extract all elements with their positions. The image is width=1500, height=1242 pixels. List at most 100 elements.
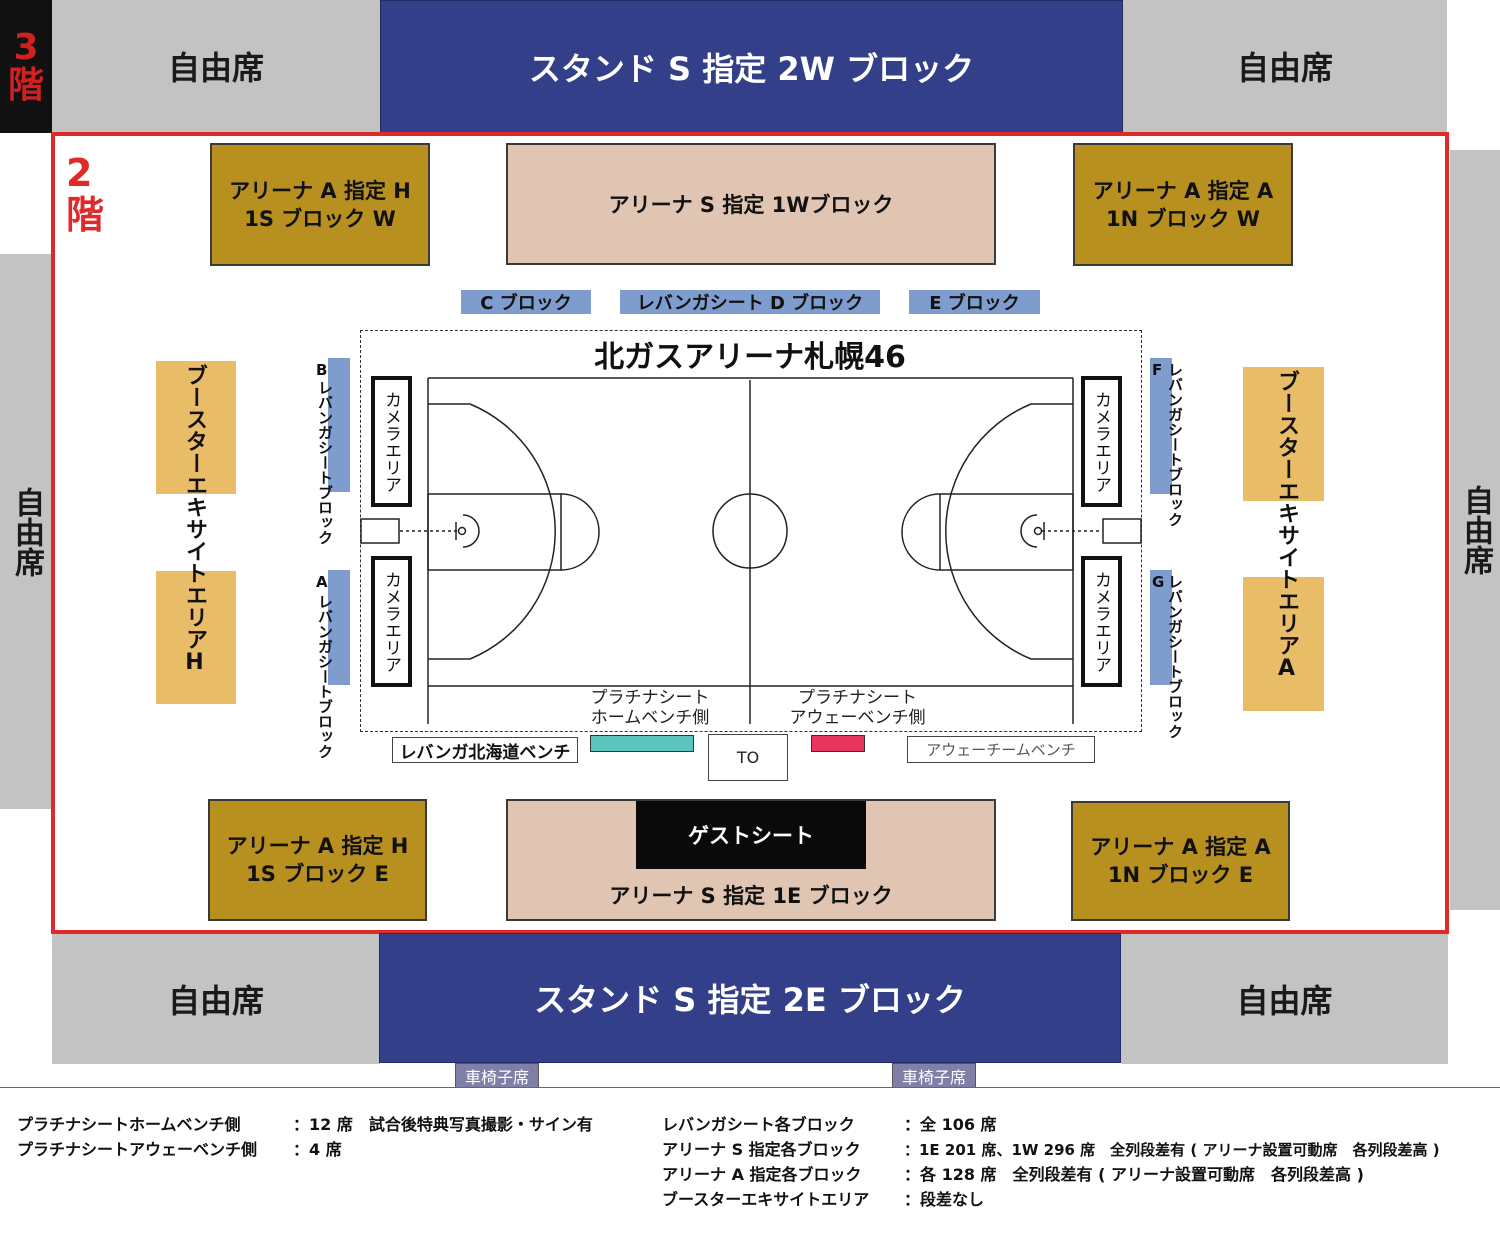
wheelchair-label: 車椅子席 — [901, 1067, 966, 1087]
stand-2w-block[interactable]: スタンド S 指定 2W ブロック — [380, 0, 1123, 134]
legend-value: ：各 128 席 全列段差有 ( アリーナ設置可動席 各列段差高 ) — [904, 1165, 1364, 1184]
free-seat-label: 自由席 — [167, 982, 264, 1020]
basketball-court — [360, 377, 1142, 724]
levanga-bench-label: レバンガ北海道ベンチ — [399, 742, 571, 763]
legend-label: アリーナ S 指定各ブロック — [662, 1140, 861, 1159]
block-label-line2: 1N ブロック E — [1107, 863, 1254, 887]
booster-area-a-bottom[interactable] — [1243, 577, 1324, 711]
camera-area-nw: カメラエリア — [371, 376, 412, 507]
legend-value: ：4 席 — [293, 1140, 342, 1159]
away-team-bench: アウェーチームベンチ — [907, 736, 1095, 763]
camera-area-label: カメラエリア — [381, 570, 401, 673]
floor3-label: 3階 — [7, 26, 44, 106]
levanga-f-block[interactable] — [1150, 358, 1172, 494]
platinum-away-seats[interactable] — [811, 735, 865, 752]
c-block-label: C ブロック — [480, 293, 572, 314]
stand-2e-block[interactable]: スタンド S 指定 2E ブロック — [379, 933, 1121, 1063]
legend-value: ：全 106 席 — [904, 1115, 997, 1134]
levanga-f-label: レバンガシートブロック — [1166, 362, 1184, 527]
c-block[interactable]: C ブロック — [461, 290, 591, 314]
free-seat-label: 自由席 — [1236, 982, 1333, 1020]
arena-name-label: 北ガスアリーナ札幌46 — [594, 340, 906, 375]
legend-right-row-2: アリーナ S 指定各ブロック ：1E 201 席、1W 296 席 全列段差有 (… — [662, 1136, 1440, 1160]
arena-s-1w-label: アリーナ S 指定 1Wブロック — [608, 193, 894, 217]
block-label-line2: 1N ブロック W — [1106, 206, 1260, 231]
legend-left-row-1: プラチナシートホームベンチ側 ：12 席 試合後特典写真撮影・サイン有 — [17, 1111, 593, 1135]
legend-value: ：12 席 試合後特典写真撮影・サイン有 — [293, 1115, 593, 1134]
free-seat-bottom-left[interactable]: 自由席 — [52, 934, 380, 1064]
guest-seat-label: ゲストシート — [688, 824, 814, 848]
block-label-line1: アリーナ A 指定 H — [229, 178, 411, 203]
floor2-label: 2階 — [66, 151, 105, 237]
camera-area-sw: カメラエリア — [371, 556, 412, 687]
arena-s-1e-label: アリーナ S 指定 1E ブロック — [609, 884, 893, 908]
levanga-b-label: レバンガシートブロック — [316, 380, 334, 545]
free-seat-label: 自由席 — [167, 49, 264, 87]
levanga-g-letter: G — [1152, 573, 1165, 591]
free-seat-label: 自由席 — [9, 486, 44, 577]
free-seat-label: 自由席 — [1236, 49, 1333, 87]
camera-area-se: カメラエリア — [1081, 556, 1122, 687]
wheelchair-seat-west[interactable]: 車椅子席 — [455, 1063, 539, 1088]
arena-a-a-1n-e-block[interactable]: アリーナ A 指定 A 1N ブロック E — [1071, 801, 1290, 921]
arena-a-h-1s-w-block[interactable]: アリーナ A 指定 H 1S ブロック W — [210, 143, 430, 266]
arena-s-1e-label-wrap: アリーナ S 指定 1E ブロック — [508, 873, 994, 917]
arena-s-1w-block[interactable]: アリーナ S 指定 1Wブロック — [506, 143, 996, 265]
levanga-a-block[interactable] — [328, 570, 350, 685]
legend-label: アリーナ A 指定各ブロック — [662, 1165, 862, 1184]
arena-name: 北ガスアリーナ札幌46 — [560, 334, 940, 375]
platinum-away-line1: プラチナシート — [798, 688, 917, 708]
levanga-a-letter: A — [316, 573, 328, 591]
levanga-g-label: レバンガシートブロック — [1166, 574, 1184, 739]
platinum-home-line1: プラチナシート — [590, 688, 710, 708]
free-seat-left[interactable]: 自由席 — [0, 254, 52, 809]
to-table: TO — [708, 734, 788, 781]
booster-area-h-bottom[interactable] — [156, 571, 236, 704]
block-label-line2: 1S ブロック W — [244, 206, 396, 231]
legend-label: プラチナシートホームベンチ側 — [17, 1115, 241, 1134]
legend-left-row-2: プラチナシートアウェーベンチ側：4 席 — [17, 1136, 342, 1160]
levanga-b-block[interactable] — [328, 358, 350, 492]
legend-value: ：段差なし — [904, 1190, 985, 1209]
legend-right-row-1: レバンガシート各ブロック ：全 106 席 — [662, 1111, 997, 1135]
levanga-bench: レバンガ北海道ベンチ — [392, 737, 578, 763]
levanga-b-letter: B — [316, 361, 328, 379]
free-seat-top-right[interactable]: 自由席 — [1123, 0, 1447, 132]
to-label: TO — [736, 748, 760, 767]
free-seat-bottom-right[interactable]: 自由席 — [1121, 934, 1448, 1064]
free-seat-right[interactable]: 自由席 — [1450, 150, 1500, 910]
free-seat-top-left[interactable]: 自由席 — [52, 0, 380, 132]
legend-label: レバンガシート各ブロック — [662, 1115, 855, 1134]
legend-right-row-3: アリーナ A 指定各ブロック ：各 128 席 全列段差有 ( アリーナ設置可動席… — [662, 1161, 1364, 1185]
stand-2e-label: スタンド S 指定 2E ブロック — [534, 981, 966, 1019]
away-bench-label: アウェーチームベンチ — [926, 741, 1076, 759]
guest-seat[interactable]: ゲストシート — [636, 801, 866, 869]
platinum-home-seats[interactable] — [590, 735, 694, 752]
arena-a-h-1s-e-block[interactable]: アリーナ A 指定 H 1S ブロック E — [208, 799, 427, 921]
arena-a-a-1n-w-block[interactable]: アリーナ A 指定 A 1N ブロック W — [1073, 143, 1293, 266]
booster-area-h-top[interactable] — [156, 361, 236, 494]
platinum-home-line2: ホームベンチ側 — [590, 708, 710, 728]
camera-area-label: カメラエリア — [1091, 570, 1111, 673]
levanga-g-block[interactable] — [1150, 570, 1172, 685]
floor3-label-box: 3階 — [0, 0, 52, 133]
floor2-frame — [51, 132, 1449, 934]
levanga-f-letter: F — [1152, 361, 1163, 379]
levanga-d-block[interactable]: レバンガシート D ブロック — [620, 290, 880, 314]
platinum-away-label: プラチナシート アウェーベンチ側 — [770, 688, 945, 728]
platinum-away-line2: アウェーベンチ側 — [789, 708, 926, 728]
e-block-label: E ブロック — [929, 293, 1020, 314]
e-block[interactable]: E ブロック — [909, 290, 1040, 314]
d-block-label: レバンガシート D ブロック — [636, 293, 864, 314]
camera-area-label: カメラエリア — [1091, 390, 1111, 493]
camera-area-label: カメラエリア — [381, 390, 401, 493]
wheelchair-label: 車椅子席 — [464, 1067, 529, 1087]
map-bottom-border — [0, 1087, 1500, 1088]
wheelchair-seat-east[interactable]: 車椅子席 — [892, 1063, 976, 1088]
block-label-line1: アリーナ A 指定 A — [1092, 178, 1274, 203]
block-label-line1: アリーナ A 指定 A — [1090, 835, 1271, 859]
booster-area-a-top[interactable] — [1243, 367, 1324, 501]
legend-value: ：1E 201 席、1W 296 席 全列段差有 ( アリーナ設置可動席 各列段… — [904, 1141, 1440, 1159]
block-label-line1: アリーナ A 指定 H — [226, 834, 409, 858]
camera-area-ne: カメラエリア — [1081, 376, 1122, 507]
